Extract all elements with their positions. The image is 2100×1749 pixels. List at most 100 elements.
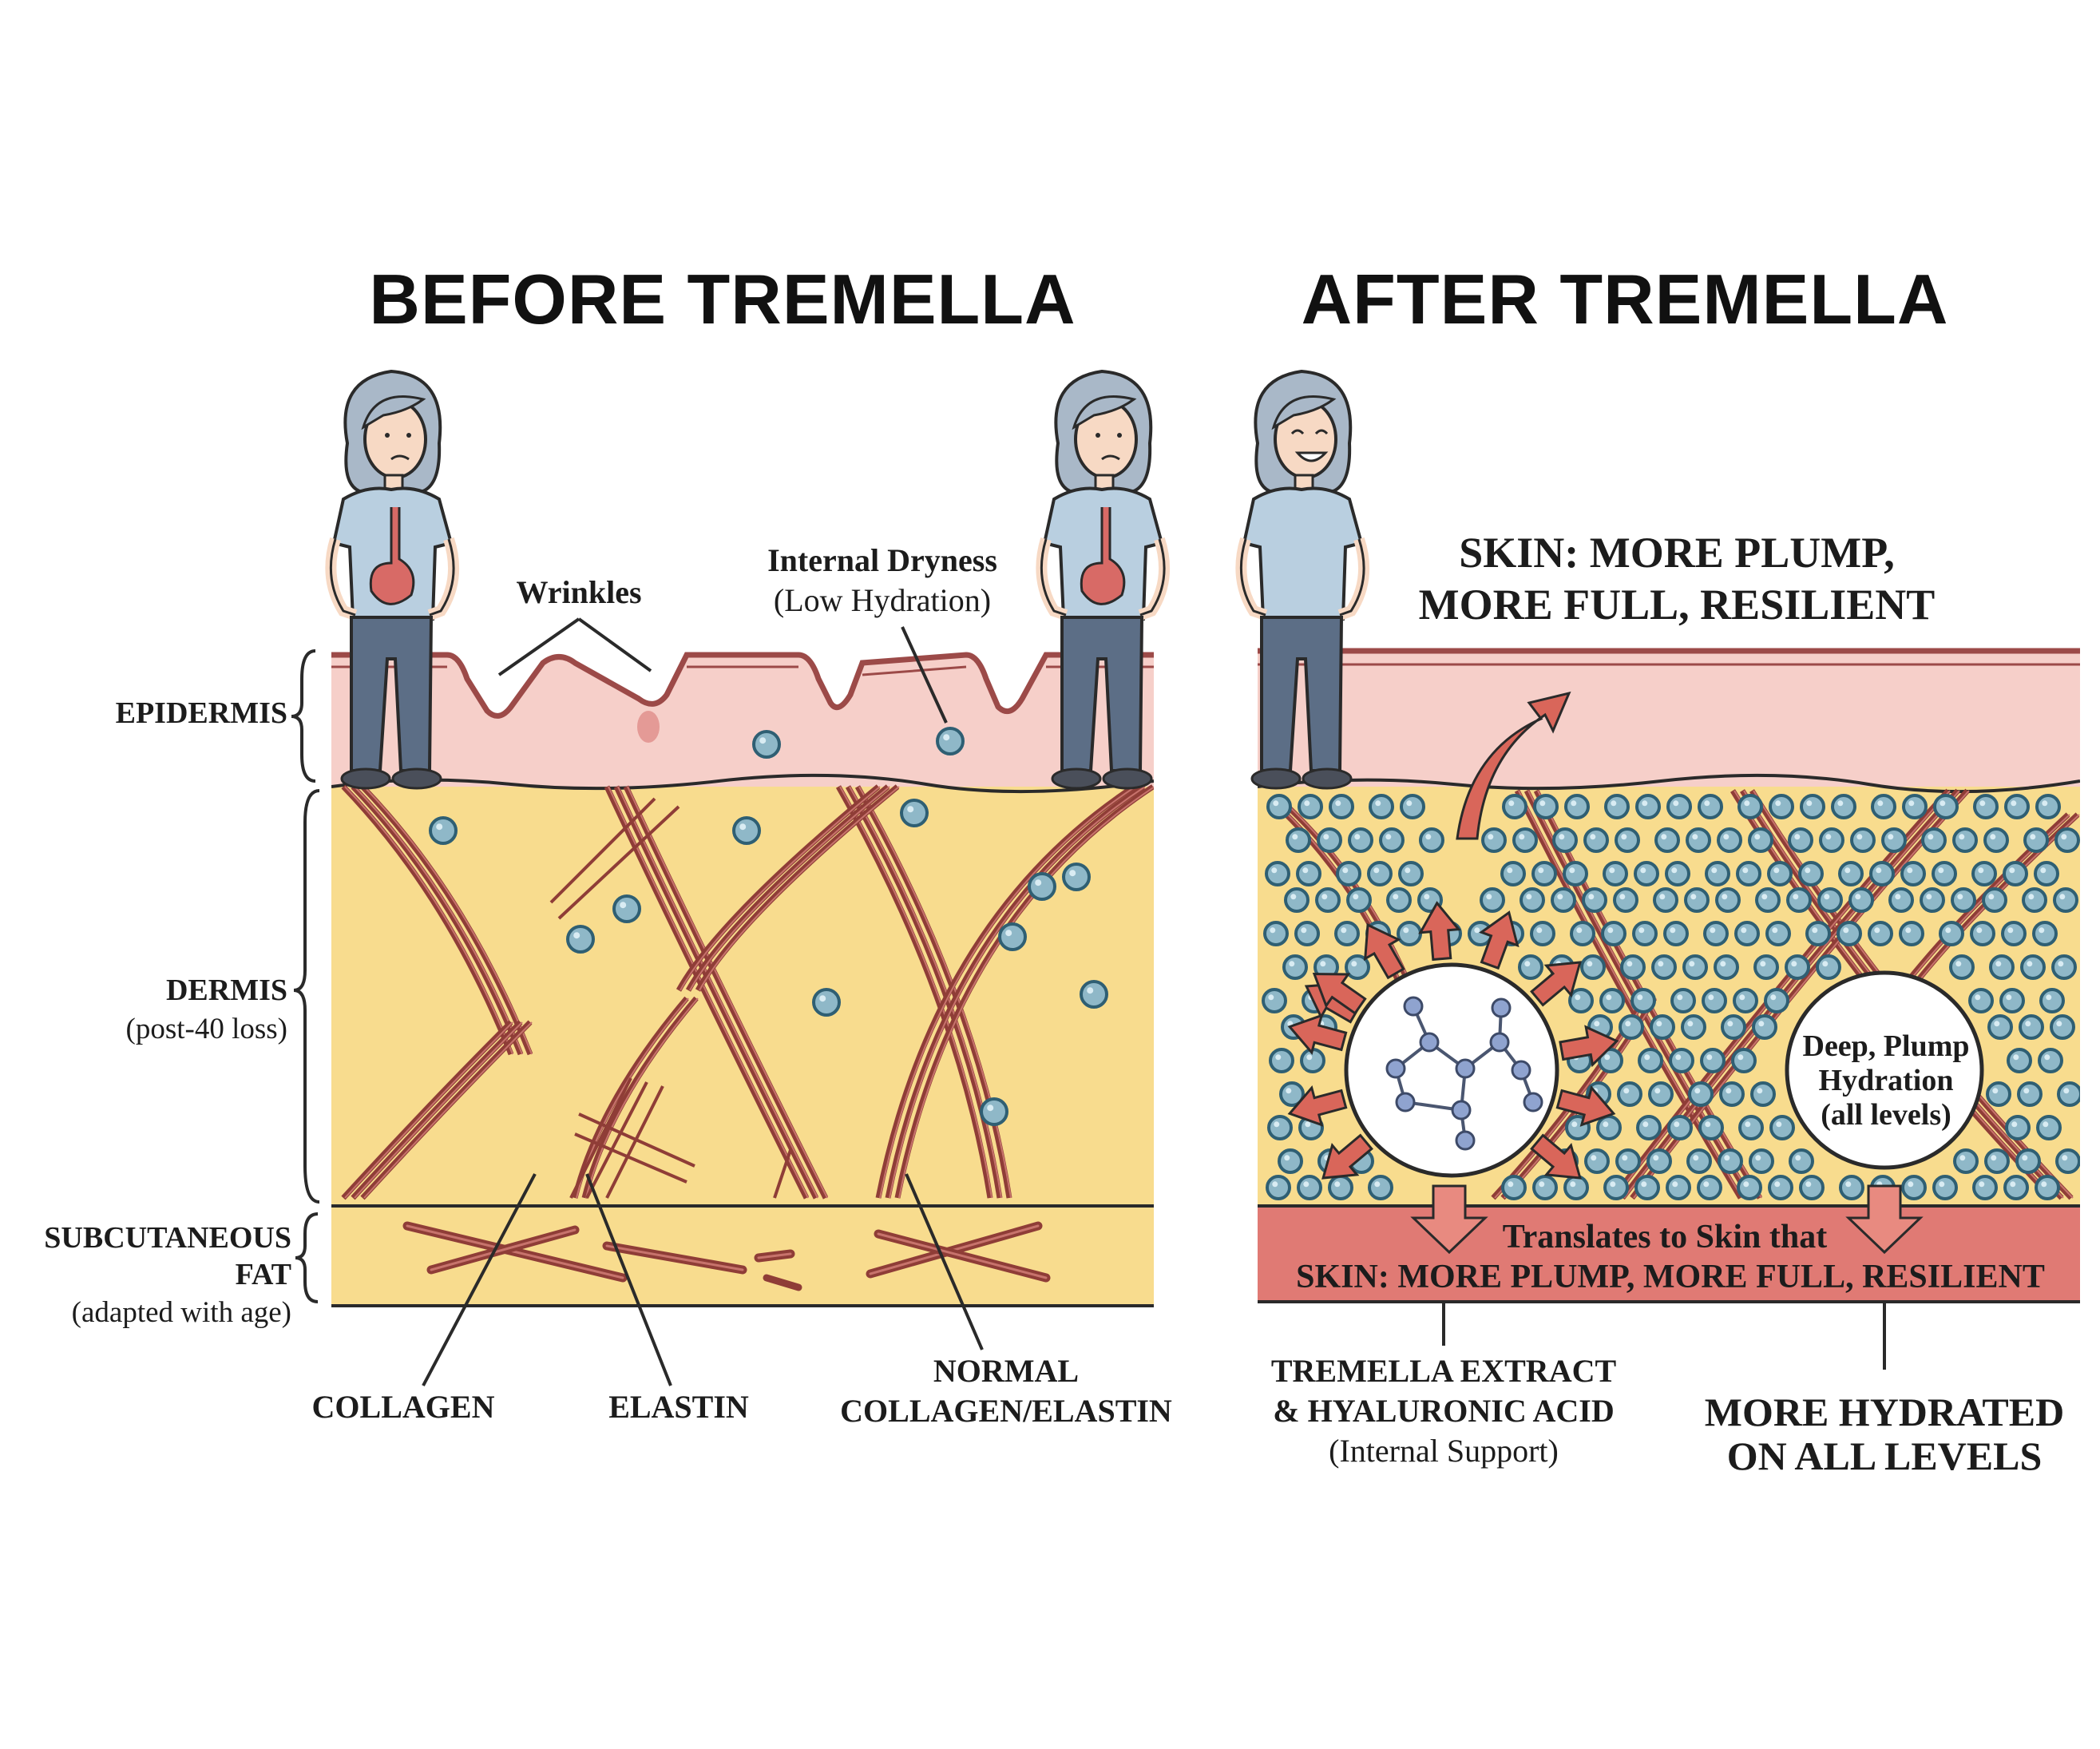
droplet-highlight xyxy=(1724,1155,1730,1161)
water-droplet xyxy=(1080,980,1108,1009)
molecule-atom xyxy=(1395,1092,1416,1112)
arrow-shape xyxy=(1530,1133,1582,1180)
water-droplet xyxy=(1932,861,1957,886)
droplet-highlight xyxy=(1837,800,1844,807)
water-droplet xyxy=(1654,827,1680,853)
droplet-highlight xyxy=(1905,927,1912,934)
droplet-highlight xyxy=(1290,894,1297,900)
collagen-fiber-highlight xyxy=(363,1021,533,1199)
droplet-highlight xyxy=(1488,834,1494,840)
droplet-highlight xyxy=(1687,1021,1694,1027)
water-droplet xyxy=(1697,1175,1722,1200)
droplet-highlight xyxy=(1708,994,1714,1001)
water-droplet xyxy=(1653,887,1678,913)
droplet-highlight xyxy=(1270,927,1276,934)
water-droplet xyxy=(1702,988,1727,1013)
water-droplet xyxy=(1681,1014,1706,1040)
water-droplet xyxy=(1348,827,1373,853)
water-droplet xyxy=(1785,954,1810,980)
water-droplet xyxy=(732,816,761,845)
water-droplet xyxy=(1752,1014,1777,1040)
droplet-highlight xyxy=(1761,894,1768,900)
water-droplet xyxy=(612,894,641,923)
radial-arrow xyxy=(1287,1085,1348,1127)
droplet-highlight xyxy=(1694,1088,1701,1094)
droplet-highlight xyxy=(1758,1021,1765,1027)
droplet-highlight xyxy=(1609,867,1615,874)
droplet-highlight xyxy=(1874,927,1880,934)
droplet-highlight xyxy=(1571,800,1577,807)
water-droplet xyxy=(1596,1115,1622,1140)
water-droplet xyxy=(2023,827,2049,853)
water-droplet xyxy=(1666,1175,1691,1200)
water-droplet xyxy=(2050,1014,2075,1040)
droplet-highlight xyxy=(1845,1181,1852,1188)
droplet-highlight xyxy=(1706,1054,1713,1061)
water-droplet xyxy=(1788,827,1813,853)
droplet-highlight xyxy=(1069,870,1076,877)
droplet-highlight xyxy=(1321,894,1328,900)
water-droplet xyxy=(1900,861,1926,886)
band-label-line1: Translates to Skin that xyxy=(1503,1219,1827,1255)
droplet-highlight xyxy=(620,902,627,909)
droplet-highlight xyxy=(1741,927,1747,934)
water-droplet xyxy=(1334,921,1360,946)
water-droplet xyxy=(1630,988,1656,1013)
collagen-fiber xyxy=(676,784,881,992)
water-droplet xyxy=(1563,1175,1589,1200)
water-droplet xyxy=(1670,988,1696,1013)
water-droplet xyxy=(936,727,965,756)
droplet-highlight xyxy=(1486,894,1492,900)
collagen-fiber-highlight xyxy=(889,786,1146,1199)
collagen-fiber-highlight xyxy=(1518,790,1743,1199)
water-droplet xyxy=(1512,827,1538,853)
droplet-highlight xyxy=(2058,961,2064,967)
collagen-fiber-highlight xyxy=(1911,814,2080,991)
droplet-highlight xyxy=(1569,867,1575,874)
droplet-highlight xyxy=(1642,1121,1649,1128)
molecule-atom xyxy=(1419,1032,1440,1053)
fat-fiber xyxy=(763,1274,802,1291)
hyaluronic-molecule xyxy=(1344,962,1559,1178)
water-droplet xyxy=(1646,1148,1672,1174)
arm-outline xyxy=(1139,538,1166,617)
water-droplet xyxy=(1871,794,1896,819)
water-droplet xyxy=(1632,921,1658,946)
water-droplet xyxy=(1315,887,1341,913)
droplet-highlight xyxy=(1739,994,1745,1001)
water-droplet xyxy=(1329,794,1354,819)
droplet-highlight xyxy=(1774,1181,1781,1188)
droplet-highlight xyxy=(1877,800,1884,807)
droplet-highlight xyxy=(2009,867,2015,874)
droplet-highlight xyxy=(1607,927,1614,934)
eye xyxy=(385,433,390,438)
water-droplet xyxy=(2057,1081,2080,1107)
arrow-shape xyxy=(1479,910,1520,970)
eye xyxy=(1096,433,1100,438)
water-droplet xyxy=(2032,921,2058,946)
droplet-highlight xyxy=(1908,1181,1914,1188)
droplet-highlight xyxy=(1587,961,1593,967)
droplet-highlight xyxy=(1876,867,1882,874)
water-droplet xyxy=(1984,1148,2010,1174)
water-droplet xyxy=(2034,861,2059,886)
water-droplet xyxy=(1987,1014,2013,1040)
water-droplet xyxy=(1736,861,1761,886)
droplet-highlight xyxy=(1425,834,1432,840)
extract-label-line1: TREMELLA EXTRACT xyxy=(1271,1353,1617,1389)
water-droplet xyxy=(1983,827,2009,853)
droplet-highlight xyxy=(1757,1088,1763,1094)
droplet-highlight xyxy=(1289,961,1295,967)
water-droplet xyxy=(1397,921,1422,946)
droplet-highlight xyxy=(1824,894,1830,900)
extract-label-line3: (Internal Support) xyxy=(1329,1433,1559,1469)
droplet-highlight xyxy=(1744,800,1750,807)
water-droplet xyxy=(752,730,781,759)
droplet-highlight xyxy=(2022,1155,2028,1161)
droplet-highlight xyxy=(1273,800,1279,807)
water-droplet xyxy=(1817,887,1843,913)
droplet-highlight xyxy=(1508,1181,1514,1188)
bangs xyxy=(361,395,426,430)
water-droplet xyxy=(1714,954,1739,980)
radial-arrow xyxy=(1287,1013,1348,1056)
